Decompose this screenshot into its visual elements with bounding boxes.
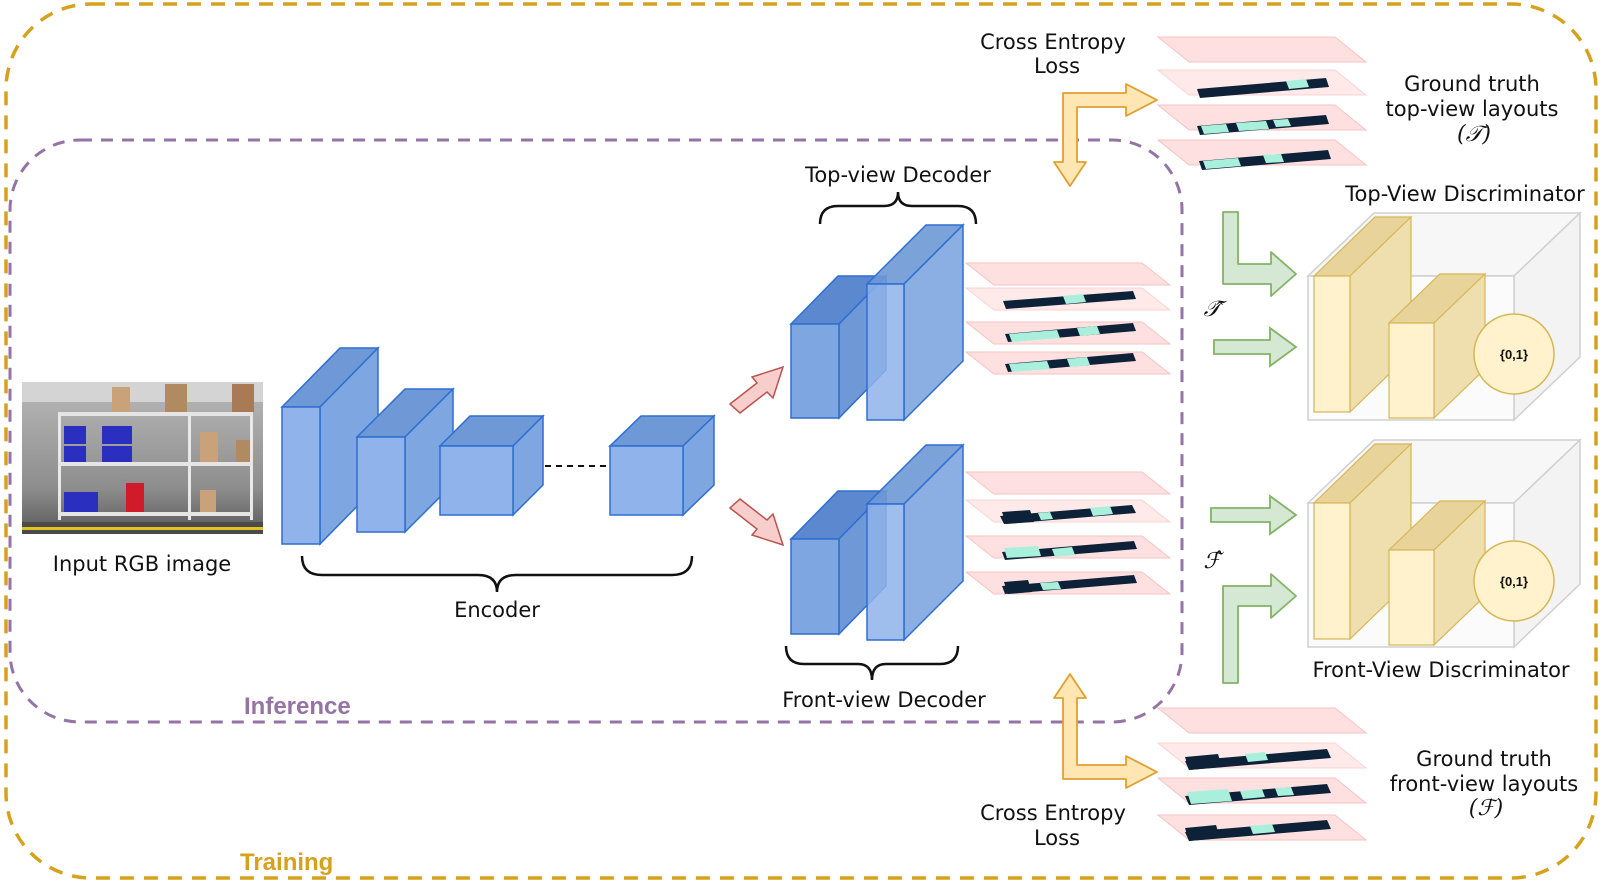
top-decoder-label: Top-view Decoder bbox=[804, 163, 991, 187]
training-region bbox=[4, 2, 1598, 880]
top-discriminator bbox=[1306, 211, 1582, 422]
pred-top-to-disc-arrow bbox=[1213, 326, 1298, 368]
top-decoder-brace bbox=[818, 191, 978, 225]
encoder-label: Encoder bbox=[454, 598, 540, 622]
training-label: Training bbox=[240, 849, 333, 876]
encoder-block-4 bbox=[608, 414, 716, 517]
pred-front-to-disc-arrow bbox=[1210, 494, 1298, 536]
front-discriminator-output bbox=[1473, 540, 1555, 622]
predicted-front-layouts bbox=[964, 471, 1172, 595]
ground-truth-front-layouts bbox=[1156, 707, 1368, 841]
top-discriminator-label: Top-View Discriminator bbox=[1344, 182, 1585, 206]
inference-region bbox=[8, 138, 1184, 724]
top-discriminator-output bbox=[1473, 313, 1555, 395]
gt-top-label-line1: Ground truth bbox=[1404, 72, 1540, 96]
top-loss-label-line1: Cross Entropy bbox=[980, 30, 1126, 54]
ground-truth-top-layouts bbox=[1156, 36, 1368, 170]
top-loss-arrow bbox=[1053, 83, 1158, 187]
input-image-caption: Input RGB image bbox=[53, 552, 231, 576]
gt-front-symbol: (ℱ) bbox=[1469, 796, 1503, 821]
top-decoder-input-arrow bbox=[728, 365, 785, 414]
gt-top-label-line2: top-view layouts bbox=[1386, 97, 1559, 121]
front-loss-label-line1: Cross Entropy bbox=[980, 801, 1126, 825]
top-decoder-block-2 bbox=[865, 223, 965, 422]
front-decoder-input-arrow bbox=[728, 498, 785, 547]
front-decoder-block-2 bbox=[865, 443, 965, 642]
front-discriminator-label: Front-View Discriminator bbox=[1312, 658, 1569, 682]
input-rgb-image bbox=[22, 382, 263, 534]
front-discriminator bbox=[1306, 438, 1582, 649]
front-discriminator-output-label: {0,1} bbox=[1500, 574, 1528, 589]
encoder-brace bbox=[300, 555, 694, 593]
front-decoder-label: Front-view Decoder bbox=[782, 688, 986, 712]
encoder-block-3 bbox=[438, 414, 545, 517]
predicted-top-symbol: 𝒯̂ bbox=[1204, 297, 1228, 322]
front-loss-label-line2: Loss bbox=[1034, 826, 1080, 850]
gt-front-label-line1: Ground truth bbox=[1416, 747, 1552, 771]
gt-top-to-disc-arrow bbox=[1222, 211, 1297, 297]
inference-label: Inference bbox=[244, 693, 351, 720]
gt-top-symbol: (𝒯) bbox=[1457, 122, 1491, 147]
front-loss-arrow bbox=[1053, 673, 1158, 789]
gt-front-to-disc-arrow bbox=[1222, 573, 1297, 684]
predicted-top-layouts bbox=[964, 262, 1172, 375]
top-discriminator-output-label: {0,1} bbox=[1500, 347, 1528, 362]
top-loss-label-line2: Loss bbox=[1034, 54, 1080, 78]
gt-front-label-line2: front-view layouts bbox=[1390, 772, 1578, 796]
front-decoder-brace bbox=[784, 645, 960, 681]
encoder-block-2 bbox=[355, 387, 455, 534]
predicted-front-symbol: ℱ̂ bbox=[1203, 549, 1224, 574]
